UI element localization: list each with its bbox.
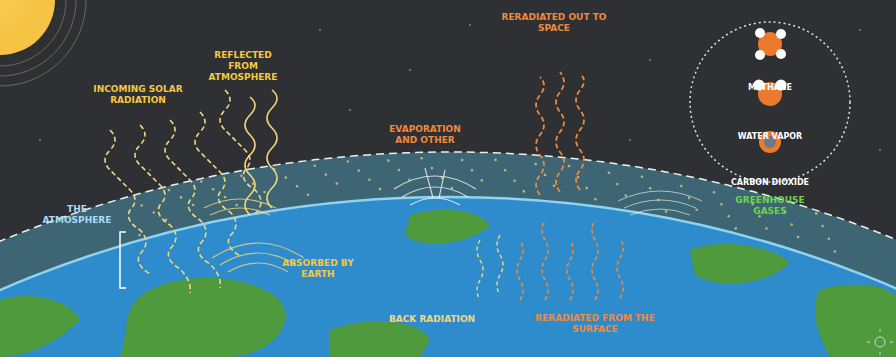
callout-label: RERADIATED FROM THE SURFACE [520, 313, 670, 335]
callout-label: THE ATMOSPHERE [36, 204, 118, 226]
greenhouse-gas-group: METHANE WATER VAPOR CARBON DIOXIDE GREENHOU… [688, 20, 852, 216]
group-heading: GREENHOUSE GASES [733, 195, 807, 217]
callout-label: ABSORBED BY EARTH [282, 258, 354, 280]
callout-label: REFLECTED FROM ATMOSPHERE [200, 50, 286, 83]
callout-label: RERADIATED OUT TO SPACE [495, 12, 613, 34]
callout-label: BACK RADIATION [385, 314, 479, 325]
gas-name: METHANE [688, 83, 852, 93]
gas-circle [690, 22, 850, 182]
gas-name: WATER VAPOR [688, 132, 852, 142]
callout-label: EVAPORATION AND OTHER [384, 124, 466, 146]
atmosphere [0, 152, 896, 357]
earth [0, 197, 896, 357]
gas-name: CARBON DIOXIDE [688, 178, 852, 188]
reradiated-rays [536, 72, 584, 195]
reflected-rays [245, 90, 277, 215]
solar-rays [105, 90, 261, 293]
evaporation-waves [394, 168, 476, 205]
atmosphere-bracket [120, 232, 126, 288]
callout-label: INCOMING SOLAR RADIATION [88, 84, 188, 106]
methane-molecule [755, 28, 786, 60]
